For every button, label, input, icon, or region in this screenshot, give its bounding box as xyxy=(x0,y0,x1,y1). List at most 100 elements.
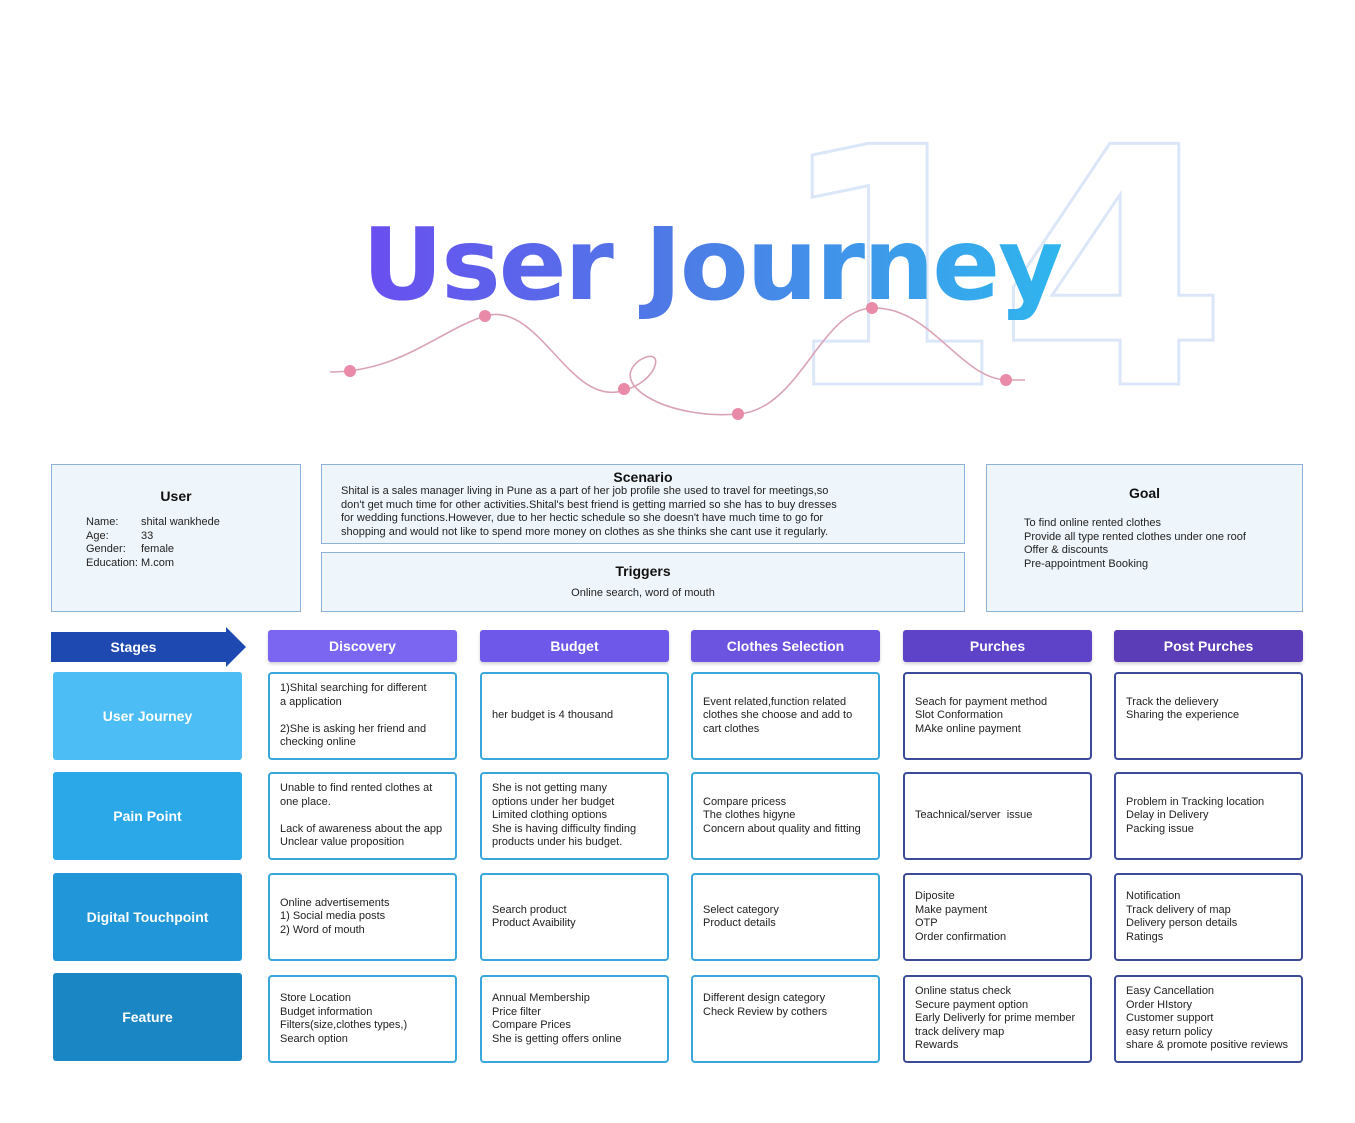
cell-line: She is getting offers online xyxy=(492,1032,622,1045)
cell-line: Online advertisements xyxy=(280,896,390,909)
stages-label: Stages xyxy=(110,639,157,655)
cell-line: Delay in Delivery xyxy=(1126,809,1209,822)
user-heading: User xyxy=(160,488,192,504)
cell-line: products under his budget. xyxy=(492,836,623,849)
journey-dot xyxy=(344,365,356,377)
cell-line: Compare Prices xyxy=(492,1019,571,1031)
cell-line: share & promote positive reviews xyxy=(1126,1039,1289,1052)
goal-heading: Goal xyxy=(1128,485,1161,501)
user-fields: Name:shital wankhede Age:33 Gender:femal… xyxy=(86,516,300,570)
stage-header-discovery: Discovery xyxy=(268,630,457,662)
user-field-gender: Gender:female xyxy=(86,543,175,555)
cell-line: 2)She is asking her friend and xyxy=(280,722,427,735)
cell-line: Notification xyxy=(1126,890,1181,902)
journey-dot xyxy=(866,302,878,314)
cell-line: She is not getting many xyxy=(492,782,607,795)
user-field-age: Age:33 xyxy=(86,529,154,542)
cell-line: Lack of awareness about the app xyxy=(280,822,443,835)
cell-line: options under her budget xyxy=(492,795,615,808)
stages-arrow xyxy=(51,627,246,667)
row-label-feature: Feature xyxy=(53,973,242,1061)
cell-line: She is having difficulty finding xyxy=(492,822,637,835)
cell-line: Check Review by cothers xyxy=(703,1005,828,1018)
stage-header-budget: Budget xyxy=(480,630,669,662)
row-label-user-journey: User Journey xyxy=(53,672,242,760)
scenario-box: Scenario Shital is a sales manager livin… xyxy=(321,464,965,544)
cell-line: Budget information xyxy=(280,1005,373,1018)
cell-line: Unclear value proposition xyxy=(280,836,405,849)
cell-line: checking online xyxy=(280,736,356,749)
cell-line: Order confirmation xyxy=(915,930,1007,943)
page-title: User Journey xyxy=(362,206,1063,323)
cell-line: Price filter xyxy=(492,1005,541,1018)
user-field-name: Name:shital wankhede xyxy=(86,516,220,528)
cell-line: Concern about quality and fitting xyxy=(703,822,861,835)
cell-line: Secure payment option xyxy=(915,998,1029,1011)
triggers-heading: Triggers xyxy=(615,563,671,579)
cell-line: her budget is 4 thousand xyxy=(492,709,614,722)
user-field-education: Education: M.com xyxy=(86,556,175,569)
triggers-box: Triggers Online search, word of mouth xyxy=(321,552,965,612)
scenario-heading: Scenario xyxy=(613,469,673,485)
cell-line: Different design category xyxy=(703,992,826,1004)
cell-line xyxy=(703,1019,868,1033)
cell-line xyxy=(280,709,445,723)
cell-line: Track the delievery xyxy=(1126,695,1219,708)
goal-box: Goal To find online rented clothes Provi… xyxy=(986,464,1303,612)
cell-line: Packing issue xyxy=(1126,822,1194,835)
cell-line: Compare pricess xyxy=(703,795,787,808)
cell-line: Teachnical/server issue xyxy=(915,809,1033,822)
cell-pain-point-purches: Teachnical/server issue xyxy=(903,772,1092,860)
journey-dot xyxy=(732,408,744,420)
cell-line xyxy=(703,1033,868,1047)
scenario-text: Shital is a sales manager living in Pune… xyxy=(341,485,837,538)
stage-header-post-purches: Post Purches xyxy=(1114,630,1303,662)
cell-line: Make payment xyxy=(915,903,988,916)
cell-line: Search option xyxy=(280,1032,348,1045)
cell-line: Event related,function related xyxy=(703,695,847,708)
user-box: User Name:shital wankhede Age:33 Gender:… xyxy=(51,464,301,612)
cell-line: Product details xyxy=(703,917,776,929)
cell-line: easy return policy xyxy=(1126,1025,1213,1038)
journey-dot xyxy=(618,383,630,395)
cell-line: Unable to find rented clothes at xyxy=(280,782,433,795)
journey-wave-path xyxy=(329,307,1025,416)
cell-line: cart clothes xyxy=(703,722,760,735)
cell-line: Delivery person details xyxy=(1126,917,1238,929)
cell-line: Diposite xyxy=(915,890,955,902)
cell-user-journey-budget: her budget is 4 thousand xyxy=(480,672,669,760)
cell-line xyxy=(280,809,445,823)
goal-text: To find online rented clothes Provide al… xyxy=(1024,517,1246,570)
cell-line: Online status check xyxy=(915,985,1011,998)
journey-dot xyxy=(1000,374,1012,386)
cell-line: 2) Word of mouth xyxy=(280,923,365,936)
cell-line: Early Deliverly for prime member xyxy=(915,1012,1076,1025)
cell-line: 1) Social media posts xyxy=(280,910,386,923)
cell-line: Slot Conformation xyxy=(915,709,1004,722)
cell-line: The clothes higyne xyxy=(703,809,796,822)
cell-line: Annual Membership xyxy=(492,992,590,1004)
cell-line: OTP xyxy=(915,917,938,929)
cell-line: Customer support xyxy=(1126,1012,1214,1025)
cell-line: Rewards xyxy=(915,1039,959,1052)
triggers-text: Online search, word of mouth xyxy=(571,587,715,599)
row-label-pain-point: Pain Point xyxy=(53,772,242,860)
journey-wave-decoration xyxy=(329,302,1025,420)
journey-dot xyxy=(479,310,491,322)
cell-line: 1)Shital searching for different xyxy=(280,682,427,695)
